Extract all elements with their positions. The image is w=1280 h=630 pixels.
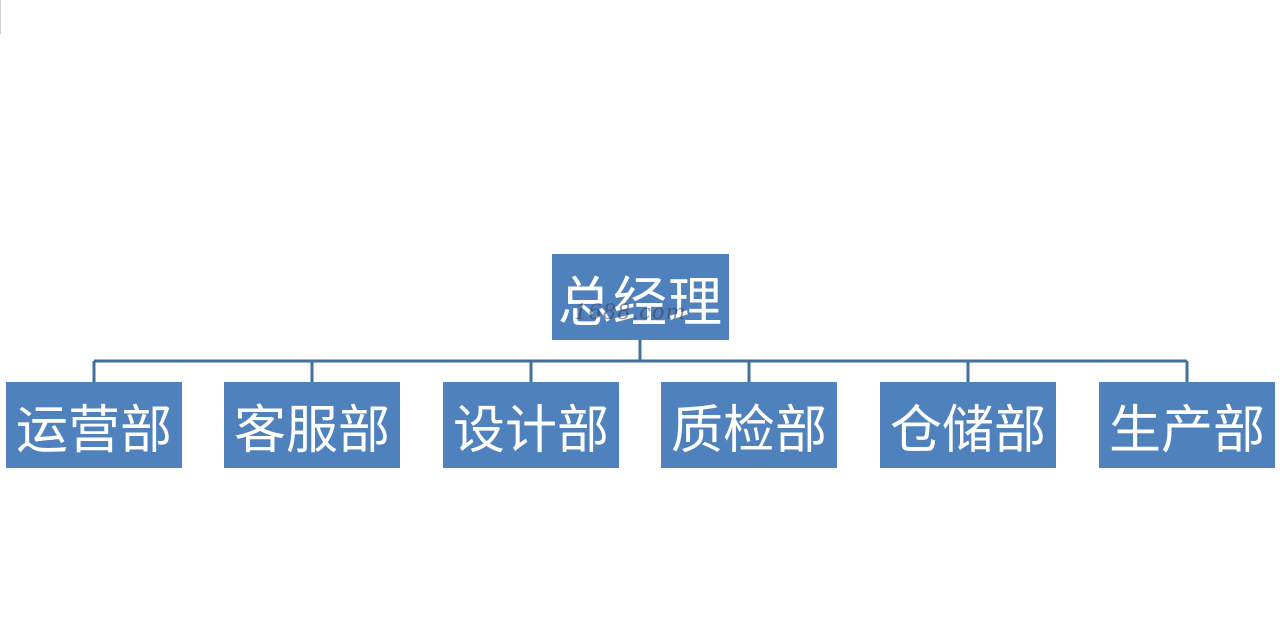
dept-node-operations[interactable]: 运营部 — [6, 382, 182, 468]
dept-node-customer-service[interactable]: 客服部 — [224, 382, 400, 468]
dept-node-label: 仓储部 — [889, 400, 1046, 461]
dept-node-quality-inspection[interactable]: 质检部 — [661, 382, 837, 468]
root-node-general-manager[interactable]: 总经理 — [552, 254, 729, 340]
dept-node-production[interactable]: 生产部 — [1099, 382, 1275, 468]
dept-node-design[interactable]: 设计部 — [443, 382, 619, 468]
dept-node-label: 生产部 — [1108, 400, 1265, 461]
corner-mark — [0, 0, 1, 34]
dept-node-warehouse[interactable]: 仓储部 — [880, 382, 1056, 468]
dept-node-label: 客服部 — [233, 400, 390, 461]
root-node-label: 总经理 — [558, 270, 723, 334]
dept-node-label: 设计部 — [452, 400, 609, 461]
dept-node-label: 质检部 — [670, 400, 827, 461]
dept-node-label: 运营部 — [15, 400, 172, 461]
